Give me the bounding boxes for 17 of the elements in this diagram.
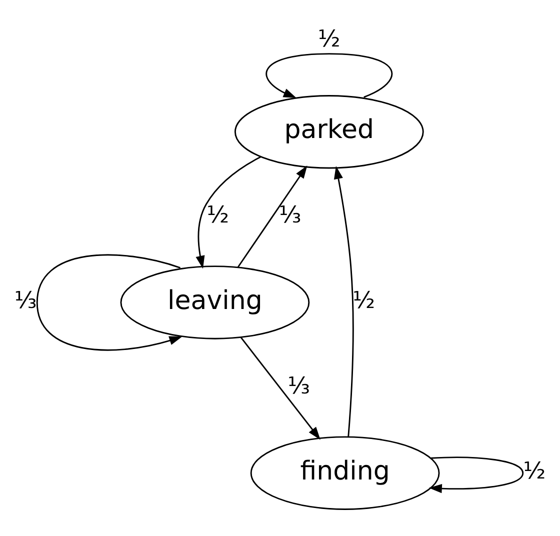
edge-label: ⅓ bbox=[288, 372, 310, 399]
edge-label: ½ bbox=[206, 202, 230, 228]
arrow bbox=[237, 164, 308, 268]
arrow bbox=[428, 456, 524, 493]
arrow bbox=[36, 254, 182, 350]
arrow bbox=[196, 156, 262, 268]
edge-label: ½ bbox=[352, 287, 376, 314]
arrow bbox=[266, 52, 392, 98]
node-ellipse: leaving bbox=[120, 265, 310, 339]
edge-label: ½ bbox=[523, 458, 546, 484]
node-ellipse: finding bbox=[250, 436, 440, 510]
arrow bbox=[334, 165, 354, 436]
edge-label: ⅓ bbox=[278, 202, 302, 228]
node-ellipse: parked bbox=[234, 94, 424, 168]
edge-label: ⅓ bbox=[14, 287, 37, 314]
edge-label: ½ bbox=[318, 26, 340, 52]
arrow bbox=[240, 336, 320, 440]
